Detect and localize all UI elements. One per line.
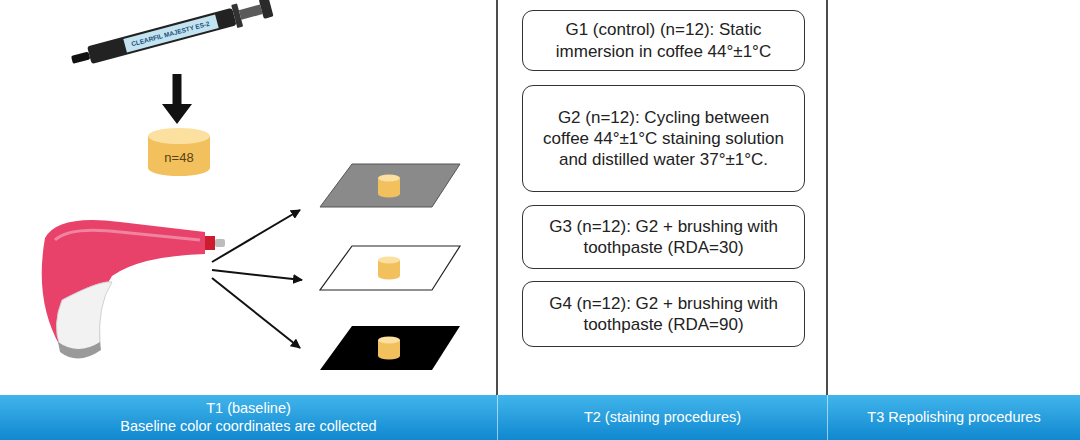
group-description: G1 (control) (n=12): Static immersion in…	[533, 19, 794, 62]
sample-count: n=48	[164, 150, 193, 165]
down-arrow	[173, 74, 182, 106]
phase-label: T1 (baseline)	[206, 400, 291, 417]
group-box: G3 (n=12): G2 + brushing with toothpaste…	[522, 205, 805, 269]
curing-light	[42, 220, 225, 359]
specimen-disk: n=48	[148, 128, 210, 176]
arrow	[212, 278, 300, 348]
timeline-band: T2 (staining procedures)	[497, 395, 827, 440]
arrow	[212, 270, 302, 280]
divider	[826, 0, 828, 395]
group-box: G2 (n=12): Cycling between coffee 44°±1°…	[522, 85, 805, 192]
specimen	[378, 175, 400, 198]
timeline-band: T3 Repolishing procedures	[827, 395, 1080, 440]
arrow	[212, 210, 300, 262]
syringe	[69, 0, 274, 72]
phase-label: T2 (staining procedures)	[584, 409, 741, 426]
group-description: G2 (n=12): Cycling between coffee 44°±1°…	[533, 107, 794, 171]
specimen	[378, 257, 400, 280]
gray-background	[320, 164, 460, 207]
specimen	[378, 337, 400, 360]
group-description: G3 (n=12): G2 + brushing with toothpaste…	[533, 216, 794, 259]
arrow-head	[162, 104, 192, 124]
phase-label: T3 Repolishing procedures	[867, 409, 1040, 426]
white-background	[320, 246, 460, 290]
group-box: G1 (control) (n=12): Static immersion in…	[522, 10, 805, 71]
phase-label: Baseline color coordinates are collected	[120, 418, 376, 435]
black-background	[320, 326, 460, 370]
divider	[496, 0, 498, 395]
timeline-band: T1 (baseline)Baseline color coordinates …	[0, 395, 497, 440]
group-description: G4 (n=12): G2 + brushing with toothpaste…	[533, 293, 794, 336]
group-box: G4 (n=12): G2 + brushing with toothpaste…	[522, 281, 805, 347]
